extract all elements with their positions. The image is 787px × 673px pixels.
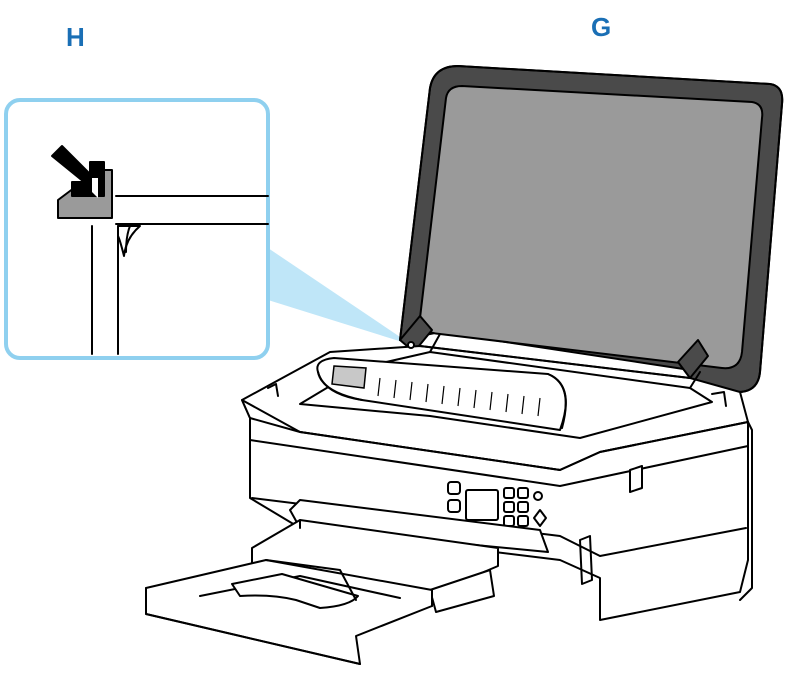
original-document bbox=[316, 357, 567, 431]
callout-h-label: H bbox=[66, 22, 85, 52]
operation-panel bbox=[447, 481, 547, 527]
callout-g-label: G bbox=[591, 12, 612, 42]
document-cover bbox=[399, 65, 784, 393]
paper-output-tray bbox=[145, 499, 549, 665]
alignment-arrow-icon bbox=[51, 145, 113, 219]
zoom-beam bbox=[268, 248, 412, 345]
zoom-inset bbox=[4, 98, 270, 360]
alignment-corner-point bbox=[407, 341, 415, 349]
